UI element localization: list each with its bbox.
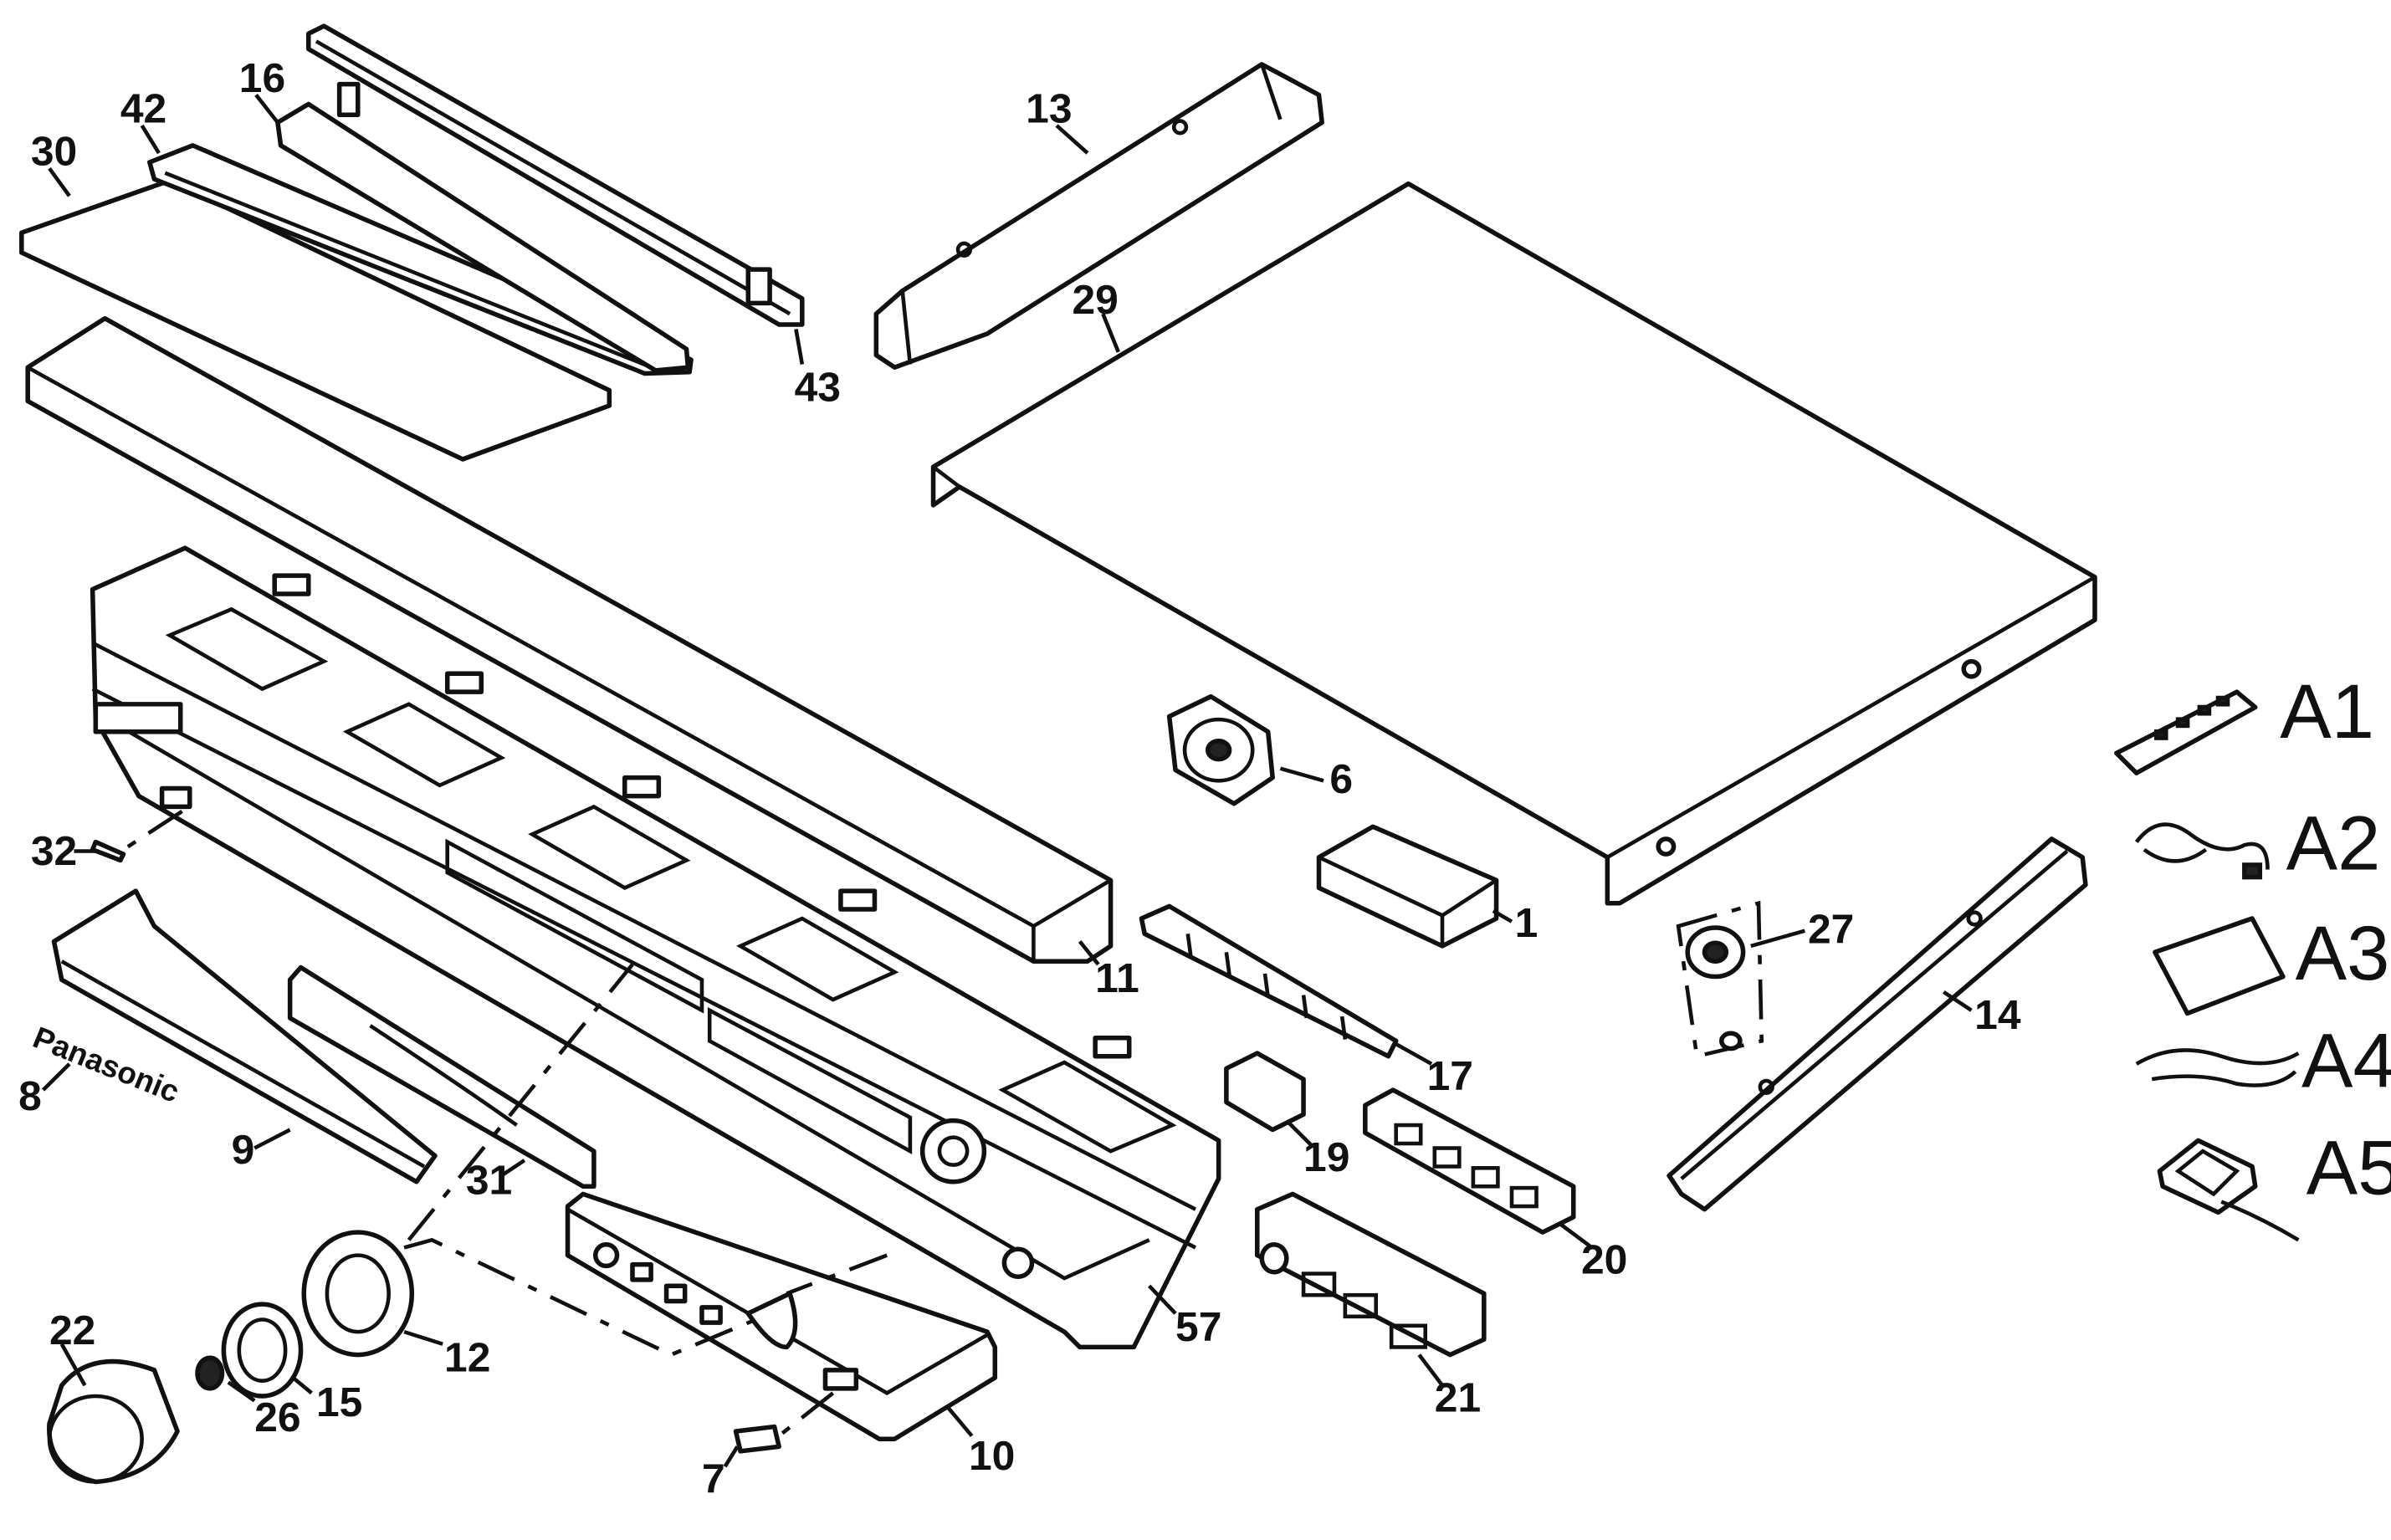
callout-1: 1 <box>1515 899 1539 946</box>
part-21-button-bar <box>1254 1191 1487 1358</box>
callout-57: 57 <box>1175 1303 1221 1350</box>
callout-11: 11 <box>1095 954 1139 1001</box>
callout-12: 12 <box>444 1334 490 1381</box>
part-9-front-strip <box>51 888 438 1184</box>
part-16-plate <box>275 101 691 373</box>
part-11-cover <box>25 315 1114 964</box>
callout-15: 15 <box>316 1379 362 1425</box>
accessory-label-A4: A4 <box>2301 1019 2391 1104</box>
part-15-ring <box>221 1302 304 1399</box>
part-32-clip <box>90 839 126 863</box>
part-14-side-bracket <box>1667 837 2088 1212</box>
part-22-knob <box>47 1358 180 1485</box>
callout-8: 8 <box>18 1072 42 1119</box>
accessory-A5-antenna <box>2157 1138 2258 1215</box>
part-1-module <box>1316 824 1499 949</box>
part-20-switch-bar <box>1363 1087 1576 1235</box>
accessory-A1-remote <box>2114 689 2258 775</box>
callout-26: 26 <box>254 1394 300 1440</box>
part-19-block <box>1224 1051 1306 1133</box>
callout-6: 6 <box>1329 755 1353 802</box>
accessory-label-A5: A5 <box>2307 1126 2391 1211</box>
accessory-label-A3: A3 <box>2296 912 2390 997</box>
callout-10: 10 <box>969 1432 1015 1479</box>
accessory-A3-card <box>2153 916 2286 1016</box>
callout-16: 16 <box>239 54 285 101</box>
callout-20: 20 <box>1581 1236 1627 1283</box>
callout-27: 27 <box>1808 905 1854 952</box>
accessory-A2-cable <box>2134 822 2270 870</box>
part-29-top-cover <box>930 181 2097 906</box>
callout-9: 9 <box>232 1126 255 1173</box>
callout-22: 22 <box>49 1307 95 1353</box>
part-27-speaker-frame <box>1676 900 1764 1059</box>
callout-31: 31 <box>466 1157 512 1204</box>
callout-43: 43 <box>795 364 841 411</box>
part-12-knob-holder <box>301 1230 415 1358</box>
part-42-bar <box>147 143 694 376</box>
callout-17: 17 <box>1427 1052 1473 1099</box>
accessory-A4-cable <box>2135 1048 2300 1066</box>
callout-32: 32 <box>31 827 77 874</box>
part-31-window <box>287 964 596 1190</box>
part-13-bracket <box>873 62 1324 370</box>
accessory-label-A2: A2 <box>2286 801 2381 887</box>
part-17-comb <box>1139 903 1399 1059</box>
callout-29: 29 <box>1072 276 1118 323</box>
callout-30: 30 <box>31 128 77 175</box>
callout-14: 14 <box>1974 991 2021 1038</box>
callout-21: 21 <box>1435 1374 1481 1420</box>
part-7-label <box>733 1424 781 1454</box>
part-26-washer <box>195 1355 225 1391</box>
callout-42: 42 <box>120 85 166 132</box>
callout-13: 13 <box>1026 85 1072 132</box>
callout-7: 7 <box>702 1455 725 1502</box>
accessory-label-A1: A1 <box>2280 669 2374 755</box>
callout-19: 19 <box>1303 1133 1349 1180</box>
